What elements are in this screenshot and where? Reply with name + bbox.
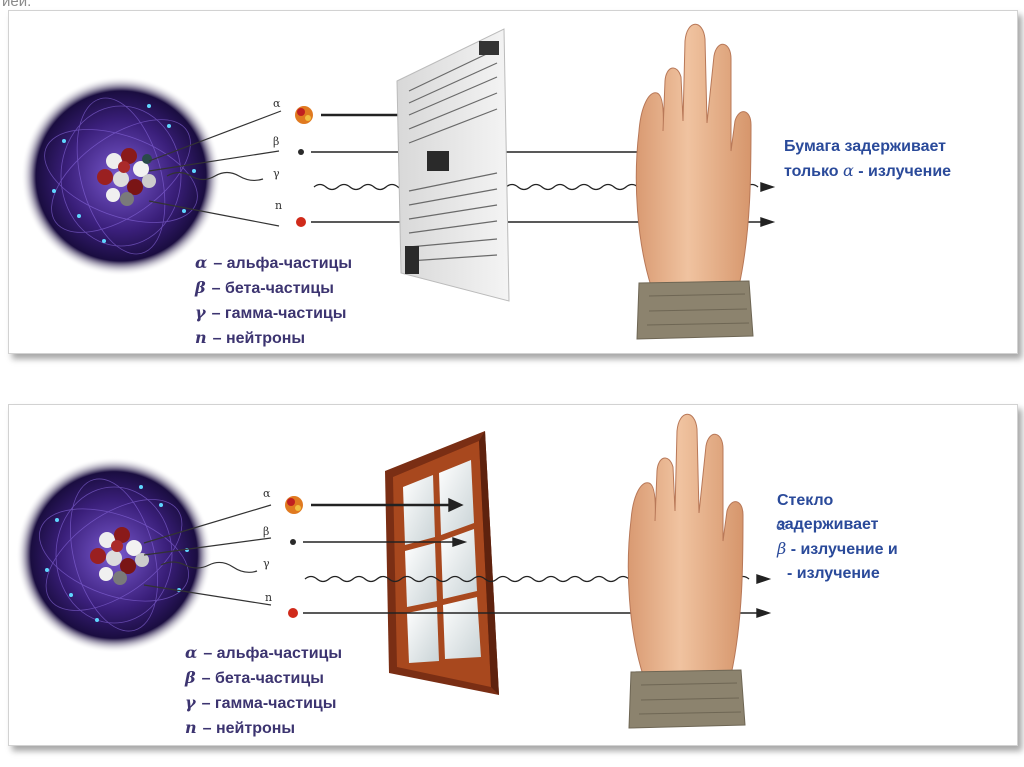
neutron-ray-label: n — [265, 591, 273, 604]
particle-legend: α– альфа-частицы β– бета-частицы γ– гамм… — [185, 641, 342, 741]
alpha-particle-icon — [295, 106, 313, 124]
neutron-particle-icon — [296, 217, 306, 227]
legend-row-neutron: n– нейтроны — [185, 718, 296, 737]
particle-legend: α– альфа-частицы β– бета-частицы γ– гамм… — [195, 251, 352, 351]
beta-ray-label: β — [263, 525, 270, 538]
glass-caption: Стекло α задерживает β - излучение и - и… — [776, 492, 898, 582]
glass-window — [385, 431, 499, 695]
alpha-particle-icon — [285, 496, 303, 514]
gamma-ray-label: γ — [263, 557, 270, 570]
legend-row-beta: β– бета-частицы — [185, 668, 324, 687]
gamma-ray-label: γ — [273, 167, 280, 180]
hand-icon — [627, 413, 746, 729]
legend-row-alpha: α– альфа-частицы — [195, 253, 353, 272]
legend-row-alpha: α– альфа-частицы — [185, 643, 343, 662]
paper-scene — [21, 23, 776, 340]
legend-row-gamma: γ– гамма-частицы — [195, 303, 347, 322]
paper-sheet — [396, 28, 510, 302]
atom-nucleus-icon — [16, 457, 212, 653]
header-fragment: ией. — [2, 0, 32, 10]
paper-caption: Бумага задерживает только α - излучение — [784, 138, 952, 180]
legend-row-neutron: n– нейтроны — [195, 328, 306, 347]
beta-particle-icon — [290, 539, 296, 545]
atom-nucleus-icon — [21, 76, 221, 276]
neutron-ray-label: n — [275, 199, 283, 212]
glass-panel: α β γ n α– альфа-частицы β– бета-частицы… — [8, 404, 1018, 746]
hand-icon — [635, 23, 754, 340]
glass-scene — [16, 413, 772, 729]
alpha-ray-label: α — [273, 97, 281, 110]
neutron-particle-icon — [288, 608, 298, 618]
beta-particle-icon — [298, 149, 304, 155]
legend-row-beta: β– бета-частицы — [195, 278, 334, 297]
beta-ray-label: β — [273, 135, 280, 148]
legend-row-gamma: γ– гамма-частицы — [185, 693, 337, 712]
paper-panel: α β γ n α– альфа-частицы β– бета-частицы… — [8, 10, 1018, 354]
alpha-ray-label: α — [263, 487, 271, 500]
